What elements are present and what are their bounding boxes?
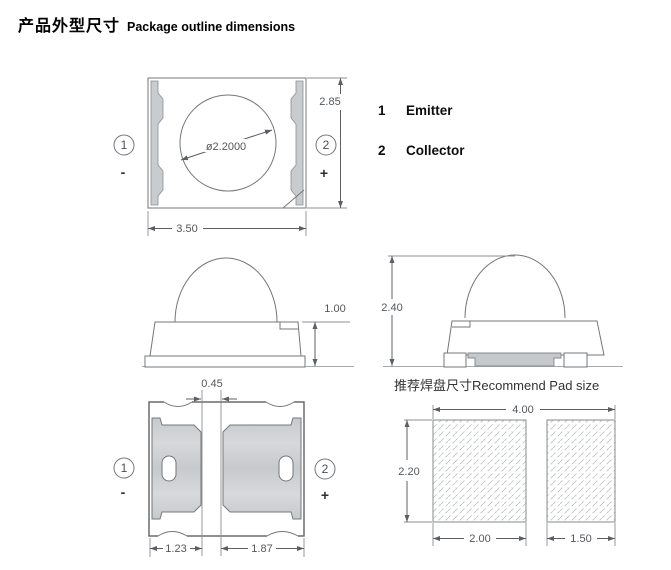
base-plate <box>144 355 306 368</box>
lens-diameter-label: ø2.2000 <box>206 141 246 153</box>
right-electrode <box>290 80 304 206</box>
pad-height-label: 2.20 <box>398 466 419 478</box>
pin2-mark: 2 + <box>315 134 337 181</box>
height-dimension: 2.85 <box>307 77 347 209</box>
solder-pad2 <box>546 419 616 523</box>
legend-pin-label: Collector <box>406 143 465 158</box>
solder-pad2-width-label: 1.50 <box>570 533 591 545</box>
pin1-mark: 1 - <box>113 134 135 180</box>
diameter-dimension: ø2.2000 <box>180 129 273 161</box>
legend-pin-number: 1 <box>378 103 386 118</box>
right-foot <box>563 352 588 368</box>
pad-height-dimension: 2.20 <box>398 419 432 523</box>
pad2-width-label: 1.87 <box>251 543 272 555</box>
pin2-polarity: + <box>320 165 328 181</box>
pin1-number: 1 <box>121 461 128 475</box>
pin2-number: 2 <box>322 462 329 476</box>
package-body-outline <box>147 77 307 209</box>
right-side-view: 2.40 <box>381 254 623 368</box>
legend-pin-label: Emitter <box>406 103 453 118</box>
top-view: ø2.2000 3.50 2.85 1 - <box>113 77 347 236</box>
pin2-mark: 2 + <box>314 458 336 503</box>
corner-chamfer <box>282 189 305 209</box>
center-pad <box>467 352 562 367</box>
pin2-polarity: + <box>321 487 329 503</box>
pad2-metal <box>222 417 302 520</box>
pad1-width-label: 1.23 <box>165 543 186 555</box>
total-height-label: 2.40 <box>381 302 402 314</box>
body-seam <box>279 322 298 330</box>
total-height-dimension: 2.40 <box>381 255 515 366</box>
bottom-view: 0.45 1.23 1.87 1 - <box>113 378 336 557</box>
legend-item-emitter: 1 Emitter <box>378 103 453 118</box>
recommended-pad-layout: 4.00 2.20 2.00 1.50 <box>398 404 616 546</box>
page-title-english: Package outline dimensions <box>127 20 296 34</box>
width-dimension: 3.50 <box>147 211 307 236</box>
pad2-width-dimension: 1.87 <box>221 538 305 557</box>
pin1-polarity: - <box>121 484 126 500</box>
pad1-width-dimension: 1.23 <box>149 538 202 557</box>
pin1-number: 1 <box>121 138 128 152</box>
pin2-number: 2 <box>323 138 330 152</box>
page-title: 产品外型尺寸 Package outline dimensions <box>18 12 295 36</box>
legend-item-collector: 2 Collector <box>378 143 465 158</box>
legend-pin-number: 2 <box>378 143 386 158</box>
total-width-label: 4.00 <box>512 404 533 416</box>
page-title-chinese: 产品外型尺寸 <box>18 18 121 35</box>
lens-dome <box>464 254 566 319</box>
total-width-dimension: 4.00 <box>432 404 616 419</box>
lens-dome <box>174 257 278 323</box>
pad1-slot <box>161 455 177 482</box>
edge-scallops <box>157 400 299 538</box>
pad-size-title: 推荐焊盘尺寸Recommend Pad size <box>394 378 600 393</box>
solder-pad1-width-dimension: 2.00 <box>432 523 527 546</box>
solder-pad2-width-dimension: 1.50 <box>546 523 616 546</box>
body-seam <box>452 321 471 328</box>
pad-gap-dimension: 0.45 <box>186 378 237 556</box>
pin1-polarity: - <box>121 164 126 180</box>
width-label: 3.50 <box>176 223 197 235</box>
package-body <box>446 320 605 356</box>
pad-gap-label: 0.45 <box>201 378 222 390</box>
front-side-view: 1.00 <box>142 257 354 368</box>
solder-pad1 <box>432 419 527 523</box>
height-label: 2.85 <box>319 96 340 108</box>
lens-circle <box>179 94 277 192</box>
left-electrode <box>150 80 164 206</box>
pin1-mark: 1 - <box>113 457 135 500</box>
body-height-label: 1.00 <box>324 303 345 315</box>
body-height-dimension: 1.00 <box>302 303 350 366</box>
solder-pad1-width-label: 2.00 <box>469 533 490 545</box>
package-body <box>149 321 302 357</box>
pad2-slot <box>278 455 294 482</box>
left-foot <box>443 352 467 368</box>
